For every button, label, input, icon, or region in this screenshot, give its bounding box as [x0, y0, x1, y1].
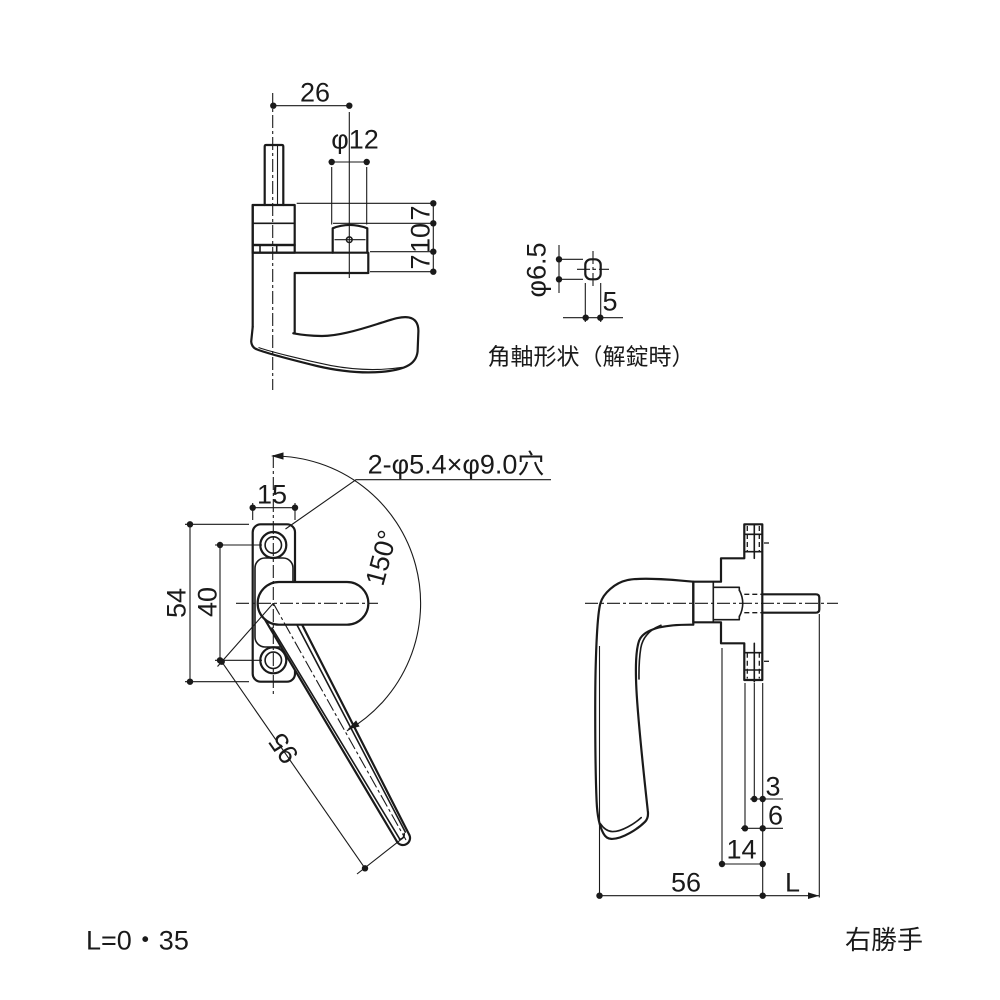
length-options-note: L=0・35 — [86, 925, 189, 956]
dim-7-top: 7 — [405, 205, 436, 221]
dim-10: 10 — [405, 222, 436, 253]
dim-7-bottom: 7 — [405, 254, 436, 270]
dim-14: 14 — [726, 834, 757, 864]
dim-phi12: φ12 — [331, 124, 379, 155]
dim-56: 56 — [670, 867, 702, 898]
dim-phi6-5: φ6.5 — [521, 241, 552, 298]
top-view — [250, 93, 437, 390]
dim-6: 6 — [767, 800, 784, 830]
dim-5: 5 — [602, 286, 618, 316]
square-shaft-caption: 角軸形状（解錠時） — [487, 343, 695, 370]
dim-15: 15 — [256, 479, 288, 509]
dim-L: L — [784, 867, 801, 898]
square-shaft-detail — [555, 245, 623, 322]
dim-40: 40 — [192, 586, 222, 618]
front-view — [185, 452, 551, 875]
holes-callout: 2-φ5.4×φ9.0穴 — [367, 449, 545, 479]
dim-54: 54 — [161, 587, 191, 618]
handing-note: 右勝手 — [845, 925, 924, 955]
side-view — [585, 523, 838, 899]
dim-3: 3 — [765, 771, 781, 801]
dim-26: 26 — [299, 77, 331, 108]
